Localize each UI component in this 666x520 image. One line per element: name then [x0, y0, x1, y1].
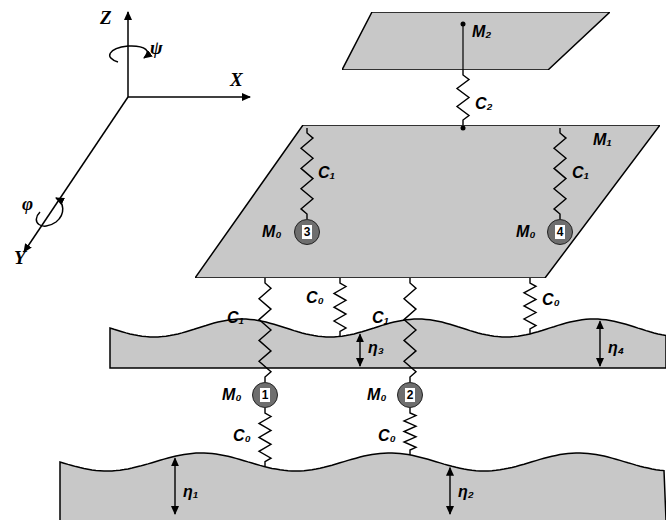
mass-label: M₀ [262, 224, 282, 240]
displacement-arrow [175, 321, 600, 514]
callout-number: 1 [260, 388, 271, 402]
wheel-mass: 1 [252, 382, 278, 408]
displacement-arrow [359, 334, 360, 366]
spring-symbol [524, 278, 536, 334]
spring-label: C₁ [572, 165, 589, 181]
spring-connector [404, 278, 416, 382]
wheel-mass: 3 [294, 219, 320, 245]
callout-number: 2 [405, 388, 416, 402]
axis-label: Y [14, 248, 26, 267]
mass-label: M₂ [472, 24, 491, 40]
spring-label: C₁ [372, 310, 389, 326]
spring-label: C₂ [475, 96, 493, 112]
spring-symbol [301, 128, 313, 219]
road-band [110, 319, 666, 368]
displacement-label: η₂ [458, 484, 474, 500]
rotation-label: ψ [150, 38, 163, 57]
spring-symbol [259, 408, 271, 467]
spring-label: C₀ [306, 290, 324, 306]
wheel-mass: 4 [547, 219, 573, 245]
coordinate-axes [24, 12, 250, 252]
wheel-mass: 2 [397, 382, 423, 408]
spring-symbol [259, 278, 536, 467]
displacement-label: η₄ [608, 340, 624, 356]
road-profile [60, 319, 666, 520]
spring-label: C₀ [233, 428, 251, 444]
spring-symbol [554, 128, 566, 219]
mass-label: M₀ [367, 387, 387, 403]
callout-number: 3 [302, 225, 313, 239]
displacement-label: η₃ [368, 340, 384, 356]
displacement-label: η₁ [183, 484, 198, 500]
mass-label: M₀ [222, 387, 242, 403]
spring-symbol [334, 278, 346, 336]
displacement-arrow [174, 458, 175, 514]
rotation-label: φ [22, 194, 33, 213]
mass-label: M₀ [516, 224, 536, 240]
spring-label: C₁ [318, 165, 335, 181]
plate-outline [342, 12, 610, 70]
mass-label: M₁ [593, 132, 612, 148]
spring-label: C₁ [227, 310, 244, 326]
spring-symbol [404, 408, 416, 455]
axis-label: X [230, 70, 243, 89]
plate-outline [195, 125, 660, 278]
spring-connector [259, 278, 271, 382]
spring-label: C₀ [542, 292, 560, 308]
spring-label: C₀ [378, 428, 396, 444]
callout-number: 4 [555, 225, 566, 239]
mass-plate: M₂ [342, 12, 610, 70]
axis-label: Z [100, 8, 112, 27]
road-band [60, 453, 666, 520]
displacement-arrow [599, 321, 600, 366]
mass-plate: M₁ 3 4 [195, 125, 660, 278]
displacement-arrow [449, 468, 450, 514]
spring-connector [457, 70, 469, 125]
